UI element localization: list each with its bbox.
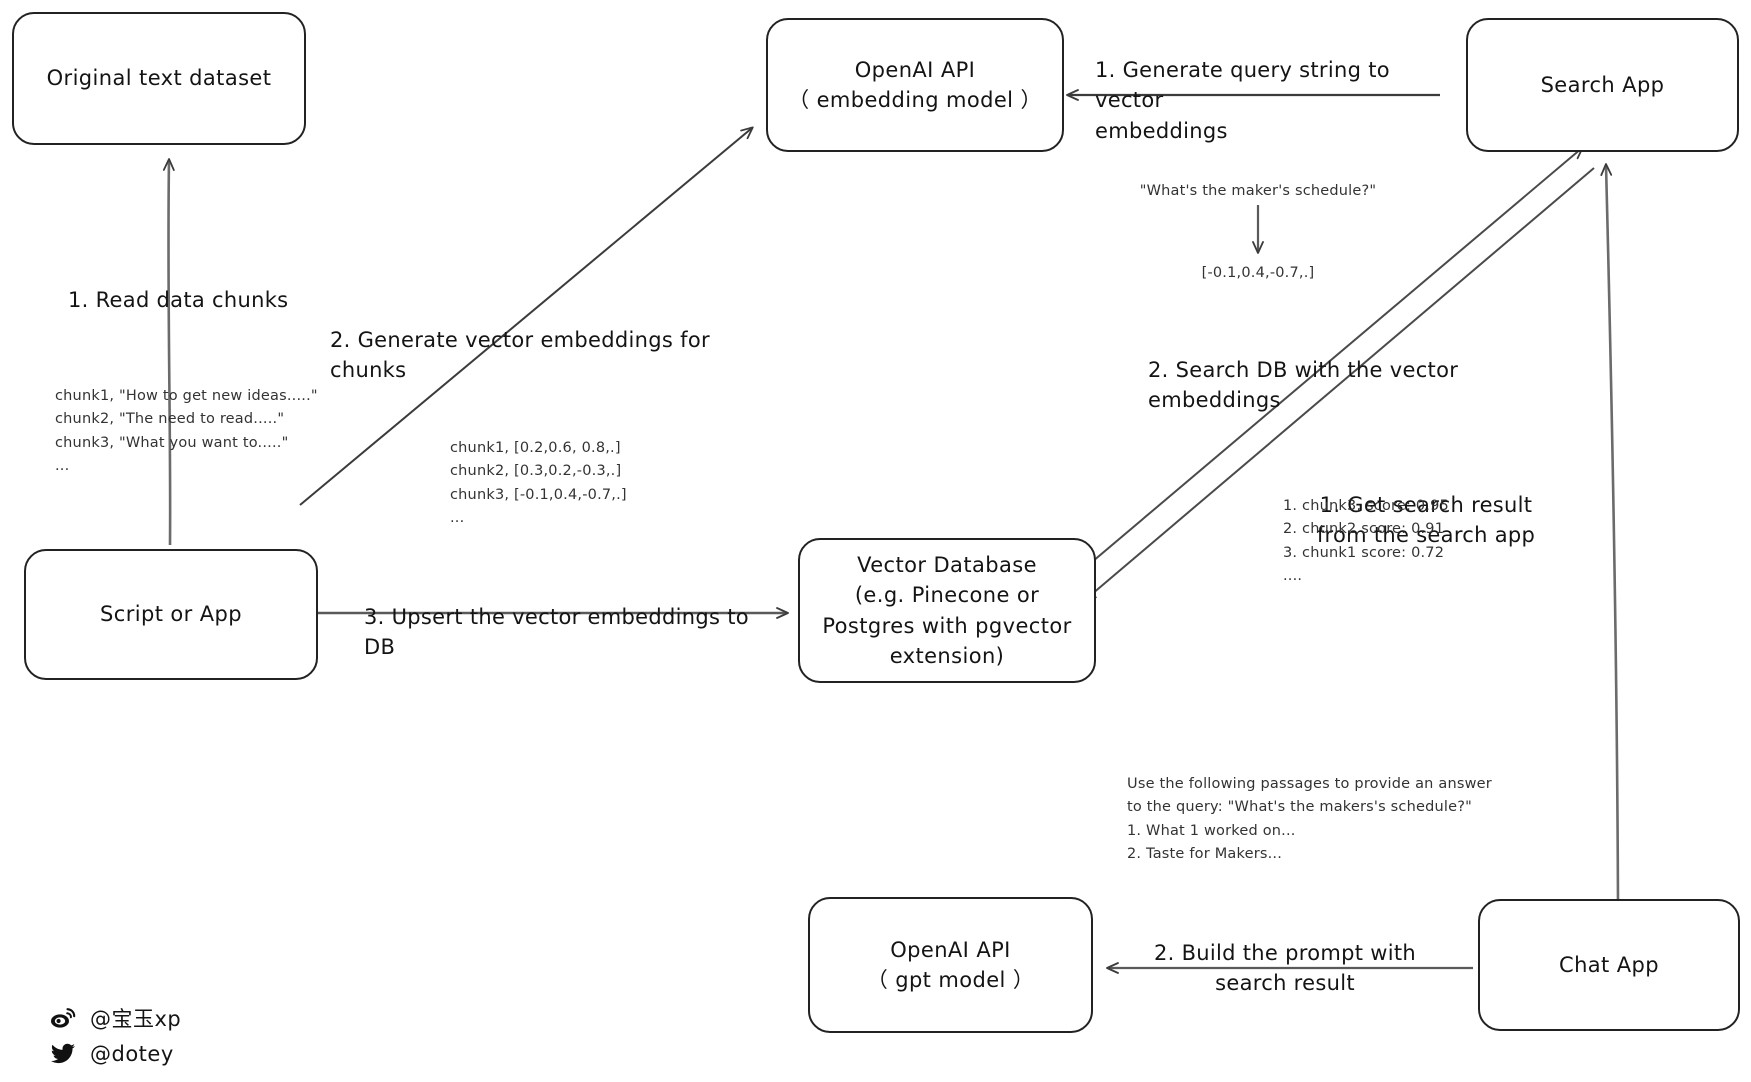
node-search-app-label: Search App <box>1540 72 1665 97</box>
annotation-query-string: "What's the maker's schedule?" <box>1139 183 1377 199</box>
edge-label-search-db: 2. Search DB with the vector embeddings <box>1148 358 1459 413</box>
node-vector-database[interactable]: Vector Database (e.g. Pinecone or Postgr… <box>798 538 1096 683</box>
node-script-or-app-label: Script or App <box>100 602 242 627</box>
node-chat-app[interactable]: Chat App <box>1478 899 1740 1031</box>
annotation-embeddings-sample: chunk1, [0.2,0.6, 0.8,.] chunk2, [0.3,0.… <box>450 440 627 527</box>
weibo-icon <box>50 1006 76 1030</box>
edge-label-read-data-chunks: 1. Read data chunks <box>68 288 289 312</box>
edge-read-data-chunks <box>162 158 175 546</box>
edge-label-generate-vector-embeddings: 2. Generate vector embeddings for chunks <box>330 328 710 383</box>
edge-label-upsert-embeddings: 3. Upsert the vector embeddings to DB <box>364 605 749 660</box>
node-script-or-app[interactable]: Script or App <box>24 549 318 680</box>
annotation-chunks-sample: chunk1, "How to get new ideas....." chun… <box>55 388 318 475</box>
node-openai-embedding-model-label: OpenAI API （ embedding model ） <box>788 57 1042 112</box>
edge-get-search-result <box>1600 163 1620 906</box>
annotation-prompt-text: Use the following passages to provide an… <box>1127 776 1492 863</box>
node-chat-app-label: Chat App <box>1559 952 1659 977</box>
node-search-app[interactable]: Search App <box>1466 18 1739 152</box>
twitter-bird-icon <box>50 1042 76 1066</box>
node-openai-embedding-model[interactable]: OpenAI API （ embedding model ） <box>766 18 1064 152</box>
footer-twitter[interactable]: @dotey <box>50 1042 174 1066</box>
edge-label-get-search-result: 1. Get search result from the search app <box>1316 493 1536 548</box>
edge-label-build-prompt: 2. Build the prompt with search result <box>1153 941 1417 996</box>
footer-twitter-handle: @dotey <box>90 1042 174 1066</box>
node-vector-database-label: Vector Database (e.g. Pinecone or Postgr… <box>822 552 1072 668</box>
footer-weibo-handle: @宝玉xp <box>90 1007 182 1031</box>
node-openai-gpt-model-label: OpenAI API （ gpt model ） <box>866 937 1035 992</box>
node-openai-gpt-model[interactable]: OpenAI API （ gpt model ） <box>808 897 1093 1033</box>
edge-label-generate-query-string: 1. Generate query string to vector embed… <box>1095 58 1390 143</box>
node-original-text-dataset[interactable]: Original text dataset <box>12 12 306 145</box>
annotation-search-results: 1. chunk3, score: 0.95 2. chunk2 score: … <box>1283 498 1449 585</box>
node-original-text-dataset-label: Original text dataset <box>46 66 272 91</box>
footer-weibo[interactable]: @宝玉xp <box>50 1003 181 1033</box>
annotation-query-vector: [-0.1,0.4,-0.7,.] <box>1201 265 1315 281</box>
